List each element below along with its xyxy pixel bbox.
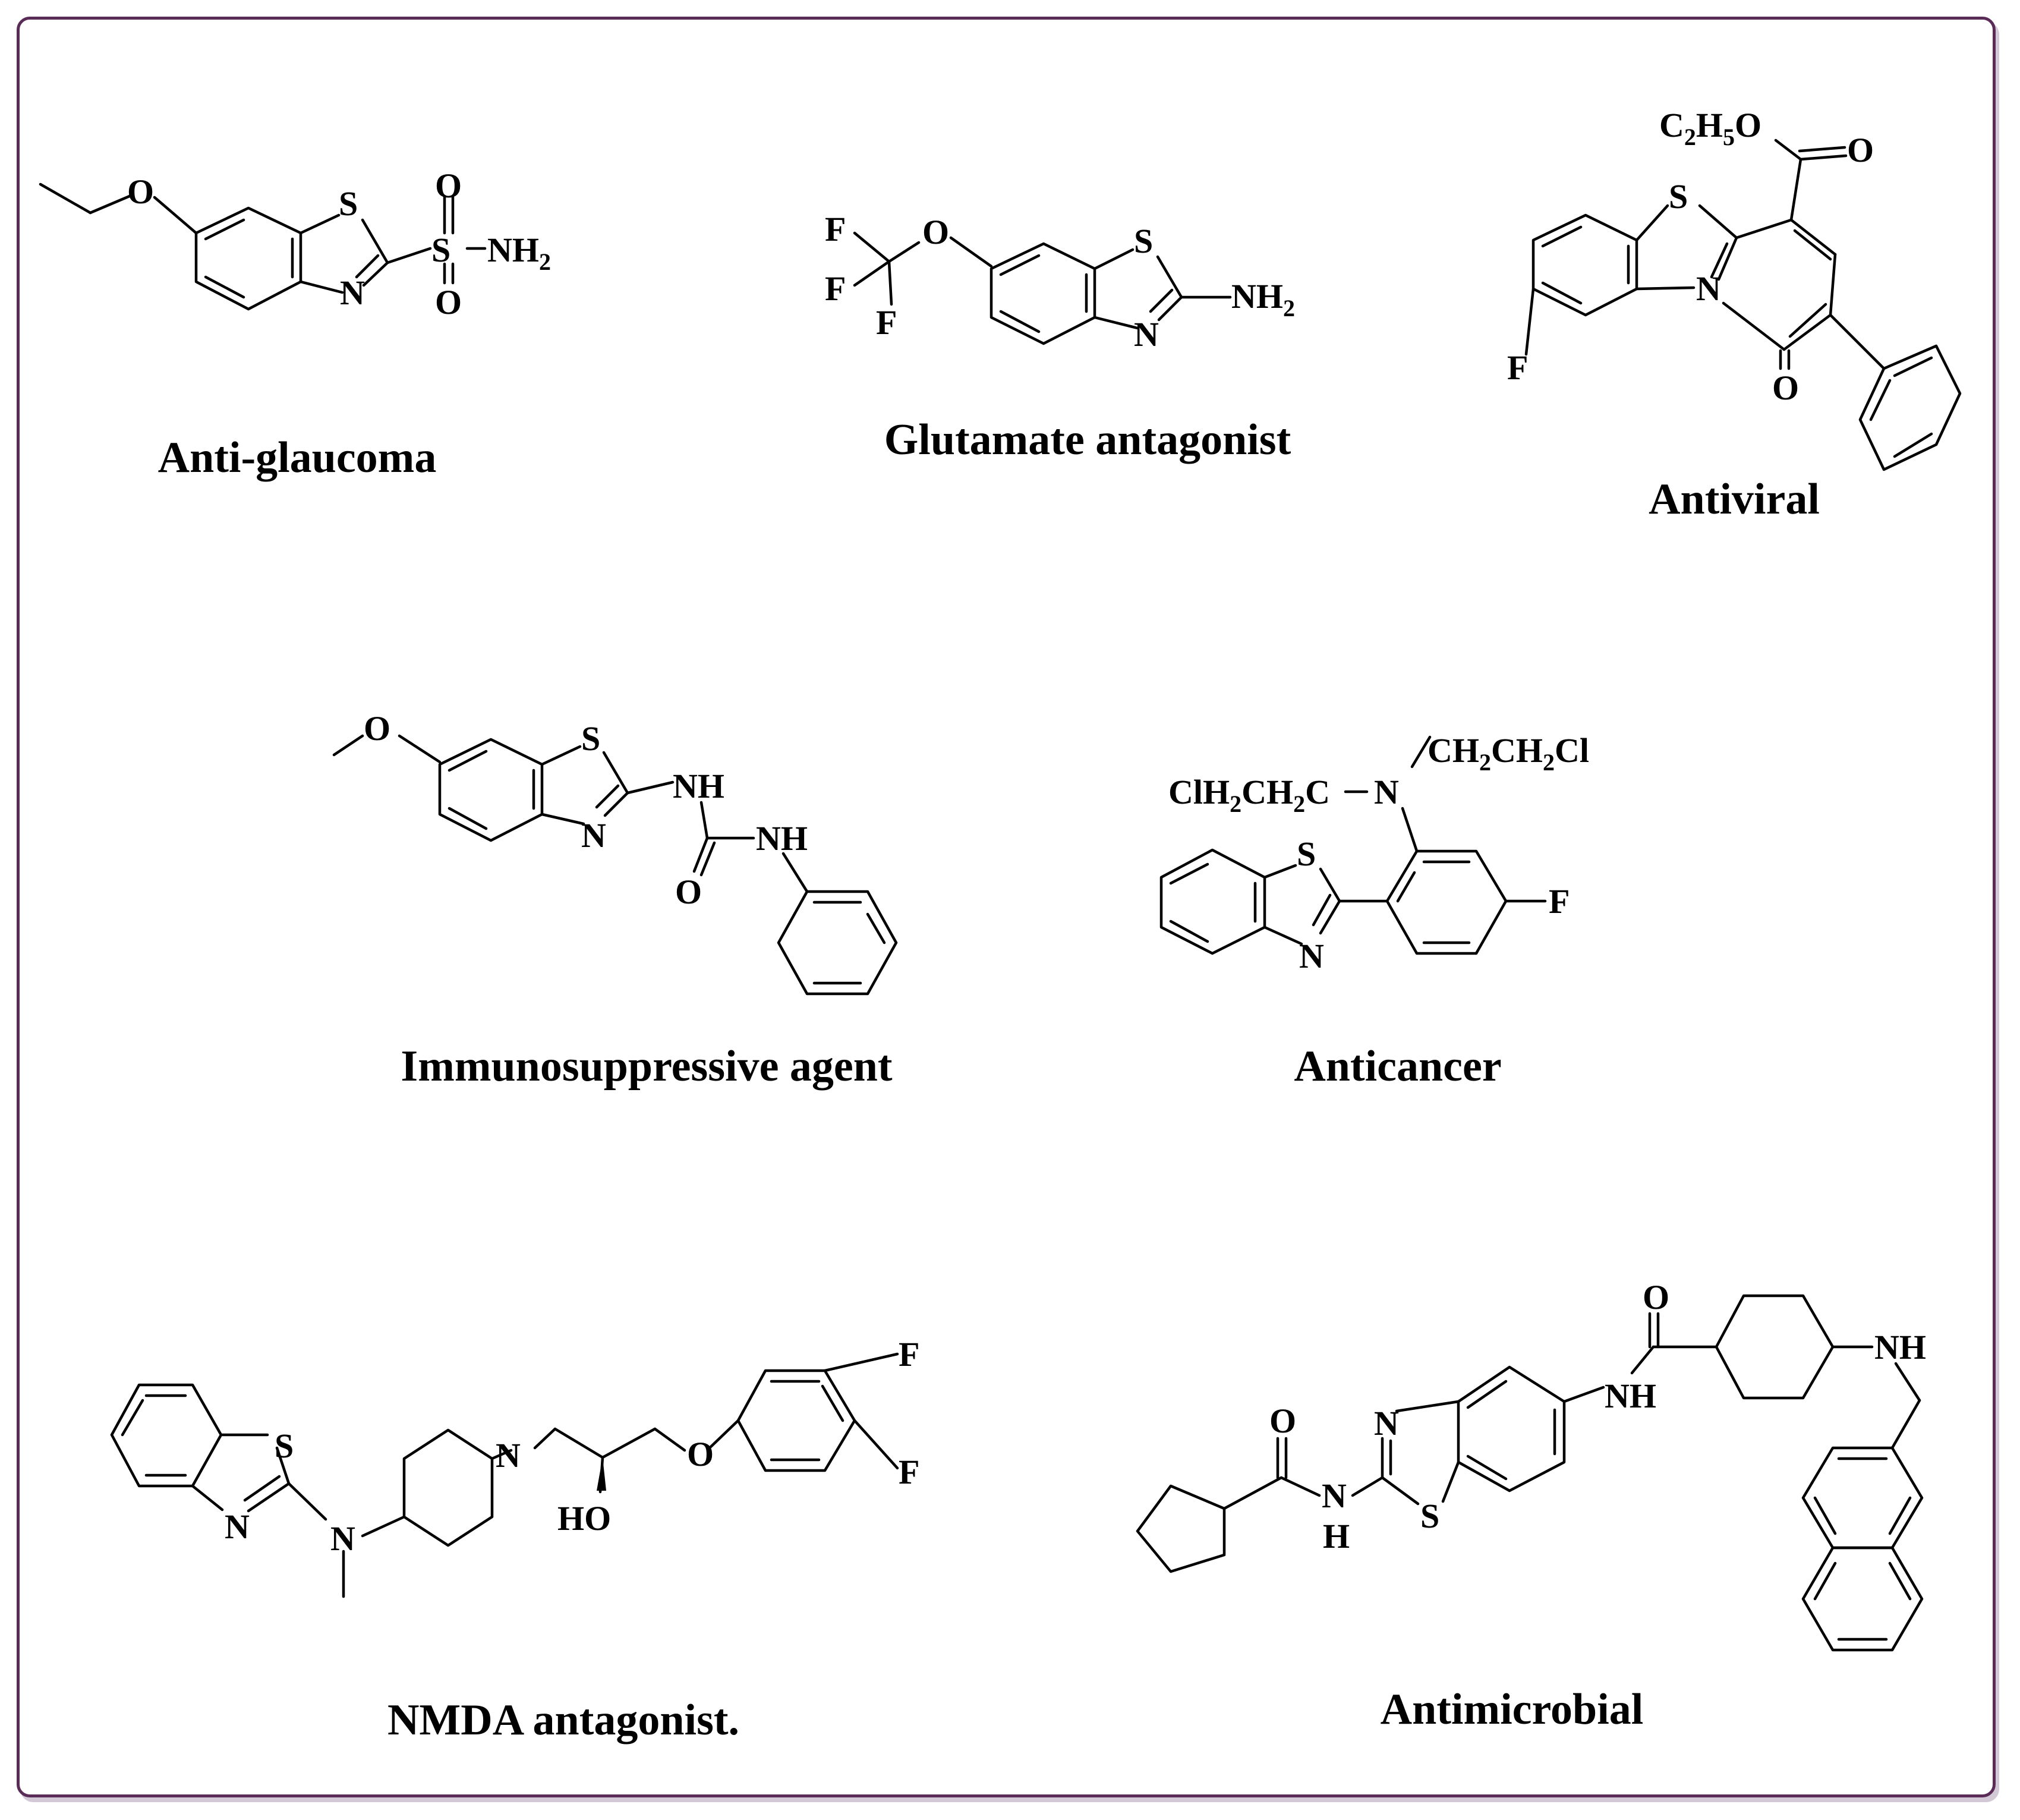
atom-n-ring: N [225,1507,250,1546]
ester-sub1: 2 [1684,124,1696,150]
atom-n-ring: N [1134,315,1159,354]
atom-s-ring: S [1669,177,1688,216]
atom-nh-mid: NH [1605,1377,1656,1415]
atom-o-left: O [1269,1402,1296,1440]
left-sub1: 2 [1230,791,1241,817]
atom-nh-right: NH [1874,1328,1926,1366]
left-sub2: 2 [1293,791,1305,817]
atom-n-ring: N [581,816,606,855]
caption-glutamate-antagonist: Glutamate antagonist [884,415,1291,464]
ester-o: O [1735,106,1761,144]
atom-o-top: O [435,166,462,205]
atom-o: O [364,709,390,748]
atom-f2: F [825,269,846,308]
ester-c: C [1659,106,1684,144]
atom-ester-group: C2H5O [1659,106,1761,150]
nh2-label: NH [1231,277,1283,316]
caption-antiviral: Antiviral [1649,475,1820,524]
atom-n-amide-left: N [1322,1476,1347,1515]
atom-nh-2: NH [756,819,808,858]
atom-o-urea: O [675,873,702,911]
right-sub1: 2 [1479,749,1491,776]
left-c: C [1305,773,1330,811]
wedge-bond [597,1457,606,1491]
atom-n-amine: N [1374,773,1399,811]
atom-n-ring: N [340,273,365,312]
atom-nh-1: NH [673,767,724,805]
caption-immunosuppressive: Immunosuppressive agent [401,1042,893,1091]
atom-n-ring: N [1374,1404,1399,1443]
atom-ho: HO [557,1499,611,1538]
left-ch: CH [1241,773,1293,811]
atom-n-piperidine: N [496,1436,521,1475]
compound-anti-glaucoma: O S N S O O NH2 [39,166,551,322]
atom-o-carbonyl: O [1847,131,1874,169]
caption-nmda-antagonist: NMDA antagonist. [387,1696,740,1745]
atom-o: O [922,213,949,251]
atom-o-right: O [1643,1278,1669,1317]
atom-s-sulfonyl: S [431,231,450,269]
atom-right-chain: CH2CH2Cl [1427,731,1589,776]
atom-s-ring: S [1420,1497,1439,1535]
atom-f3: F [876,303,897,342]
atom-nh2: NH2 [487,231,551,275]
figure-frame [17,17,1996,1797]
nh2-subscript: 2 [539,248,551,275]
right-sub2: 2 [1543,749,1555,776]
atom-f1: F [825,210,846,248]
compound-glutamate-antagonist: F F F O S N NH2 [825,210,1295,354]
atom-s-ring: S [581,719,600,758]
atom-s-ring: S [339,184,358,223]
atom-n-ring: N [1299,937,1324,975]
atom-s-ring: S [275,1427,294,1465]
compound-antimicrobial: O N H S N NH O NH [1136,1278,1926,1652]
atom-s-ring: S [1297,835,1316,873]
atom-s-ring: S [1134,222,1153,260]
right-ch2: CH [1491,731,1543,770]
caption-anticancer: Anticancer [1294,1042,1502,1091]
atom-f1: F [899,1335,919,1374]
atom-nh2: NH2 [1231,277,1295,322]
atom-n-ring: N [1696,269,1721,308]
atom-o-bottom: O [435,283,462,322]
ester-h: H [1696,106,1723,144]
compound-nmda-antagonist: S N N N HO O F F [110,1335,919,1598]
caption-antimicrobial: Antimicrobial [1380,1685,1644,1734]
atom-h-amide-left: H [1323,1517,1350,1555]
left-clh: ClH [1168,773,1230,811]
nh2-subscript: 2 [1283,295,1295,322]
caption-anti-glaucoma: Anti-glaucoma [157,433,437,482]
right-cl: Cl [1555,731,1589,770]
atom-n-amine: N [330,1519,355,1558]
atom-f: F [1549,882,1570,921]
nh2-label: NH [487,231,539,269]
atom-o-ring: O [1772,369,1799,407]
ester-sub2: 5 [1723,124,1735,150]
compound-immunosuppressive: O S N NH NH O [332,709,898,996]
atom-f2: F [899,1453,919,1491]
atom-o: O [127,172,154,211]
atom-f: F [1507,348,1528,387]
compound-anticancer: ClH2CH2C N CH2CH2Cl S N F [1159,731,1589,975]
atom-o: O [687,1435,714,1473]
atom-left-chain: ClH2CH2C [1168,773,1330,817]
compound-antiviral: C2H5O O S N F O [1507,106,1962,471]
right-ch: CH [1427,731,1479,770]
